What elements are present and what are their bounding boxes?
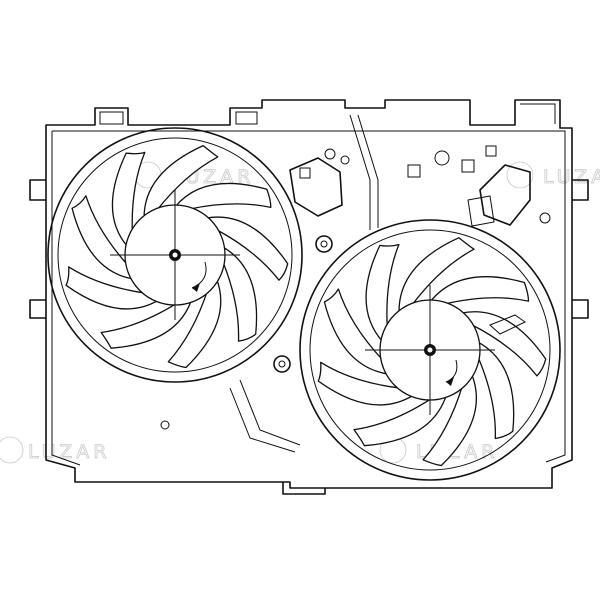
left-fan-blade	[111, 151, 146, 248]
right-fan-blade	[476, 341, 515, 440]
right-fan-center-dot	[427, 347, 433, 353]
shroud-frame	[29, 99, 589, 495]
watermark-right-top: LUZAR	[506, 161, 600, 189]
left-fan-arrow-head	[192, 283, 200, 292]
watermark-left-bottom: LUZAR	[0, 436, 110, 463]
left-fan-outer-ring	[47, 127, 303, 383]
left-fan-blade	[65, 266, 160, 310]
left-fan-inner-ring	[57, 137, 293, 373]
right-fan-blade	[398, 237, 475, 314]
left-fan-blade	[221, 246, 258, 342]
left-fan-blades	[65, 144, 289, 369]
right-fan-blade	[323, 288, 390, 375]
right-fan-blades	[317, 237, 547, 467]
mounting-bosses	[160, 155, 350, 430]
connector-left	[289, 148, 343, 217]
right-fan-blade	[460, 311, 547, 377]
right-fan-arrow-head	[446, 377, 454, 386]
left-fan-center-dot	[172, 252, 178, 258]
connector-group	[160, 145, 551, 430]
left-fan-blade	[143, 144, 219, 219]
right-fan-blade	[365, 243, 400, 343]
right-fan-outer-ring	[299, 219, 561, 481]
right-fan-blade	[353, 394, 448, 447]
left-fan-blade	[71, 195, 135, 280]
left-fan-blade	[205, 216, 289, 281]
right-fan-blade	[429, 276, 530, 305]
right-fan	[299, 219, 561, 481]
watermark-text: LUZAR	[28, 441, 110, 463]
left-fan-blade	[100, 299, 193, 349]
right-fan-blade	[317, 361, 415, 406]
right-fan-blade	[422, 373, 478, 467]
left-fan-blade	[167, 278, 222, 369]
connector-right	[407, 145, 551, 227]
right-fan-tab	[489, 314, 526, 335]
right-fan-inner-ring	[309, 229, 551, 471]
left-fan-blade	[174, 182, 272, 210]
left-fan	[47, 127, 303, 383]
